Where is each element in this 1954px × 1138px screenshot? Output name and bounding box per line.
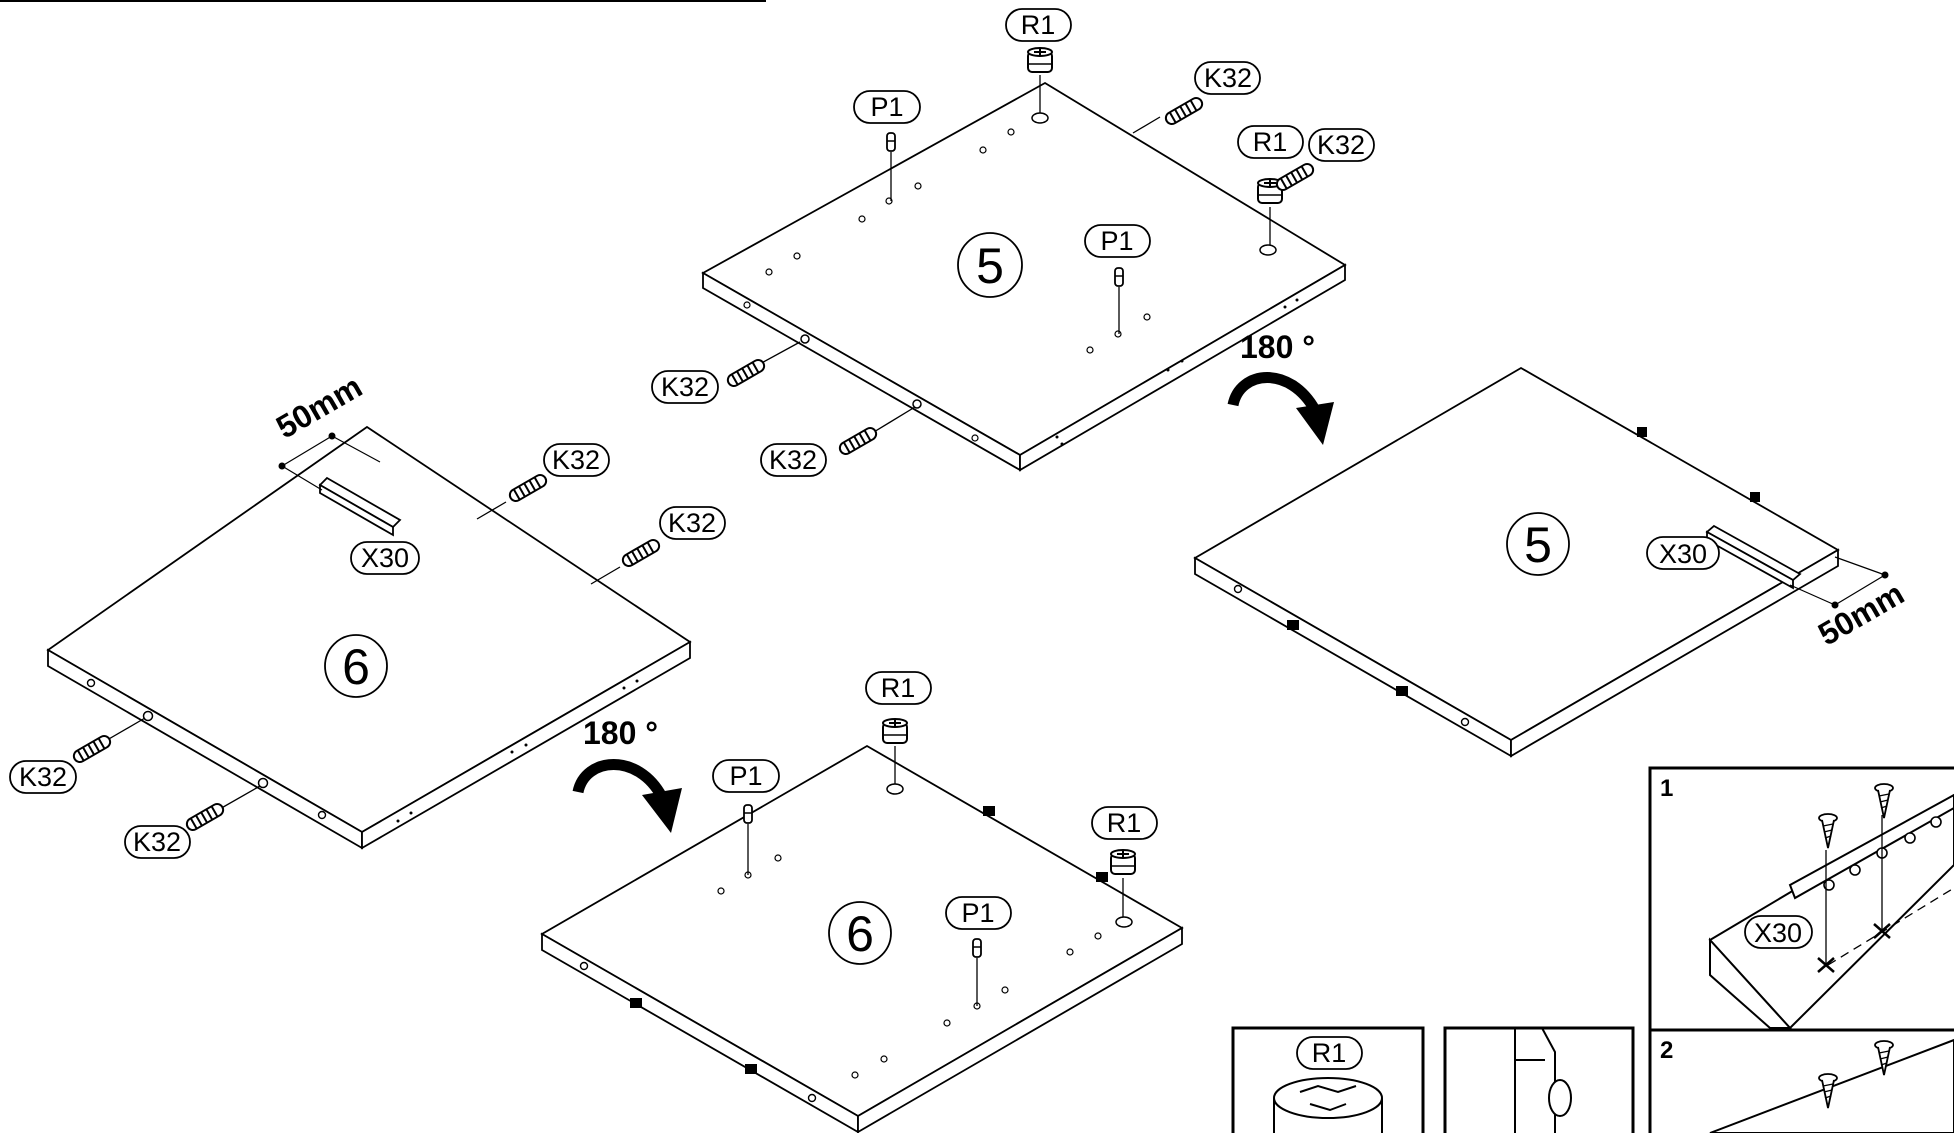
panel-6-left: 6 xyxy=(46,425,692,850)
label-k32: K32 xyxy=(651,370,719,404)
label-p1: P1 xyxy=(945,896,1012,930)
svg-text:X30: X30 xyxy=(1659,539,1707,569)
svg-text:K32: K32 xyxy=(668,508,716,538)
detail-box-step-2: 2 xyxy=(1648,1028,1954,1138)
svg-text:K32: K32 xyxy=(552,445,600,475)
label-r1: R1 xyxy=(1296,1036,1363,1070)
svg-text:R1: R1 xyxy=(1107,808,1142,838)
distance-label: 50mm xyxy=(270,368,368,445)
label-k32: K32 xyxy=(124,825,191,859)
rotation-label: 180 ° xyxy=(583,715,658,751)
panel-number-circle xyxy=(324,634,388,698)
label-r1: R1 xyxy=(1005,8,1072,42)
label-p1: P1 xyxy=(853,90,921,124)
svg-text:X30: X30 xyxy=(361,543,409,573)
step-number: 1 xyxy=(1660,775,1673,802)
svg-text:P1: P1 xyxy=(961,898,994,928)
label-x30: X30 xyxy=(1646,536,1720,570)
svg-text:K32: K32 xyxy=(1204,63,1252,93)
label-k32: K32 xyxy=(1194,61,1261,95)
dowel-icon xyxy=(1162,94,1206,128)
pin-icon xyxy=(1114,267,1124,287)
dowel-icon xyxy=(506,471,550,505)
pin-icon xyxy=(886,132,896,152)
label-p1: P1 xyxy=(1084,224,1151,258)
step-number: 2 xyxy=(1660,1037,1673,1064)
svg-text:P1: P1 xyxy=(1100,226,1133,256)
detail-box-hinge xyxy=(1443,1026,1635,1138)
dowel-icon xyxy=(724,356,768,390)
label-k32: K32 xyxy=(9,760,77,794)
label-k32: K32 xyxy=(1308,128,1375,162)
rotate-arrow-icon xyxy=(572,759,682,833)
cam-lock-icon xyxy=(1027,47,1053,73)
pin-icon xyxy=(972,938,982,958)
svg-text:K32: K32 xyxy=(133,827,181,857)
cam-lock-icon xyxy=(882,718,908,744)
panel-number-circle xyxy=(957,232,1023,298)
label-k32: K32 xyxy=(543,443,610,477)
panel-5-fittings xyxy=(724,47,1317,458)
svg-text:R1: R1 xyxy=(1253,127,1288,157)
panel-number: 6 xyxy=(846,906,874,962)
rotation-label: 180 ° xyxy=(1240,329,1315,365)
label-r1: R1 xyxy=(1237,125,1304,159)
label-r1: R1 xyxy=(1091,806,1158,840)
detail-box-step-1: 1 X30 xyxy=(1648,766,1954,1032)
dowel-icon xyxy=(619,536,663,570)
dowel-icon xyxy=(836,424,880,458)
svg-text:K32: K32 xyxy=(769,445,817,475)
label-x30: X30 xyxy=(1744,915,1813,949)
panel-5-flipped: 5 xyxy=(1193,366,1889,758)
label-p1: P1 xyxy=(712,759,780,793)
label-r1: R1 xyxy=(865,671,932,705)
panel-number: 5 xyxy=(1524,517,1552,573)
svg-text:P1: P1 xyxy=(729,761,762,791)
panel-number-circle xyxy=(1506,512,1570,576)
label-k32: K32 xyxy=(760,443,827,477)
label-k32: K32 xyxy=(659,506,726,540)
svg-text:R1: R1 xyxy=(881,673,916,703)
cam-lock-icon xyxy=(1110,849,1136,875)
svg-text:X30: X30 xyxy=(1754,918,1802,948)
panel-5-top: 5 xyxy=(701,81,1347,472)
dowel-icon xyxy=(183,800,227,834)
pin-icon xyxy=(743,804,753,824)
panel-number: 6 xyxy=(342,639,370,695)
panel-6-flipped: 6 xyxy=(540,718,1184,1134)
dowel-icon xyxy=(1273,160,1317,194)
distance-label: 50mm xyxy=(1812,575,1910,652)
svg-text:K32: K32 xyxy=(1317,130,1365,160)
dowel-icon xyxy=(70,732,114,766)
svg-text:R1: R1 xyxy=(1312,1038,1347,1068)
panel-number-circle xyxy=(828,901,892,965)
svg-text:K32: K32 xyxy=(19,762,67,792)
detail-box-r1: R1 xyxy=(1231,1026,1425,1138)
rotate-arrow-icon xyxy=(1227,372,1334,445)
svg-text:K32: K32 xyxy=(661,372,709,402)
label-x30: X30 xyxy=(350,541,420,575)
svg-text:P1: P1 xyxy=(870,92,903,122)
panel-number: 5 xyxy=(976,238,1004,294)
svg-text:R1: R1 xyxy=(1021,10,1056,40)
